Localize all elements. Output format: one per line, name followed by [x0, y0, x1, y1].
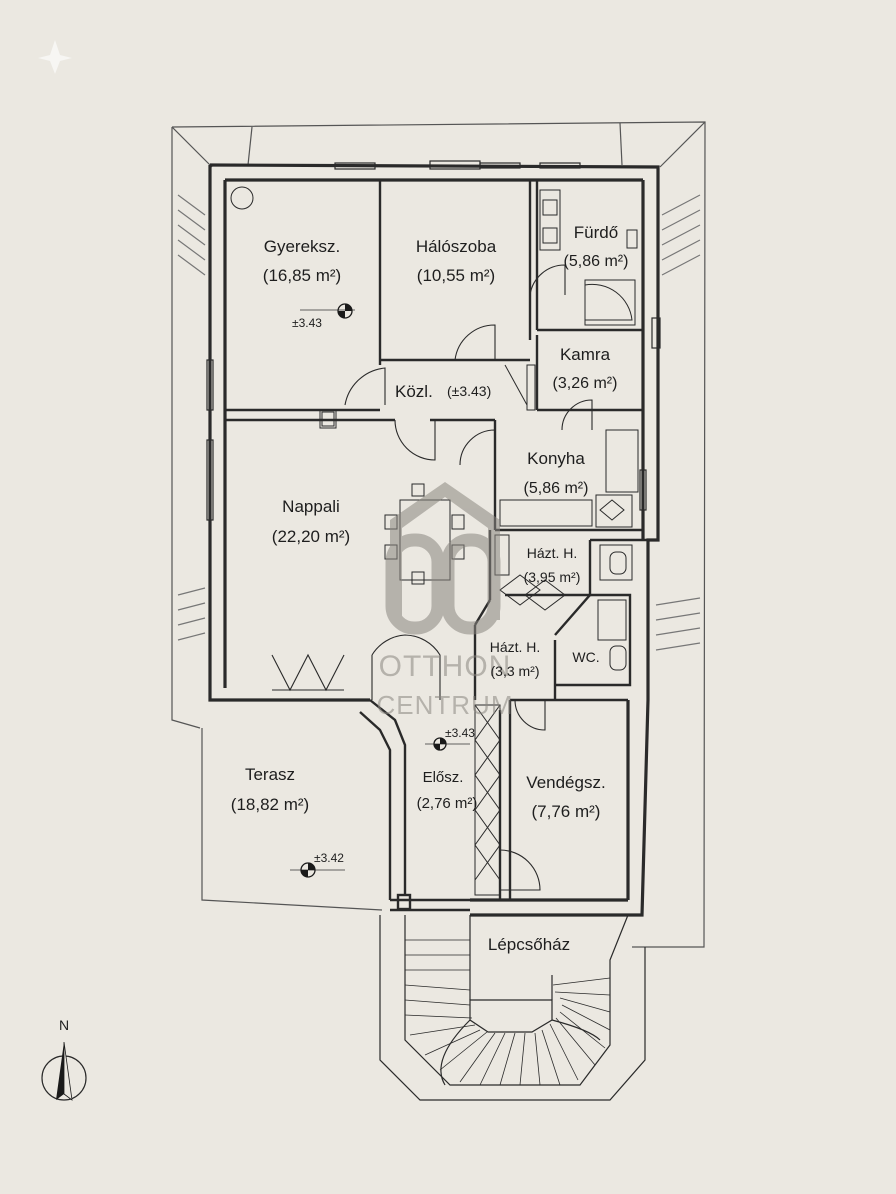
- fixtures: [230, 186, 639, 671]
- room-area-terasz: (18,82 m²): [231, 795, 309, 814]
- level-marker-icon: [425, 737, 470, 751]
- room-name-kozl: Közl.: [395, 382, 433, 401]
- room-name-haloszoba: Hálószoba: [416, 237, 497, 256]
- room-area-eloszoba: (2,76 m²): [417, 795, 478, 812]
- staircase: [379, 914, 646, 1101]
- hall-cabinet: [474, 704, 501, 896]
- room-area-gyereksz: (16,85 m²): [263, 266, 341, 285]
- level-terasz: ±3.42: [314, 851, 344, 865]
- room-name-wc: WC.: [572, 649, 599, 665]
- interior-walls: [225, 180, 648, 912]
- room-area-nappali: (22,20 m²): [272, 527, 350, 546]
- room-name-furdo: Fürdő: [574, 223, 618, 242]
- roof-outline: [171, 121, 706, 948]
- room-labels: Gyereksz. (16,85 m²) ±3.43 Hálószoba (10…: [231, 223, 629, 954]
- room-name-kamra: Kamra: [560, 345, 611, 364]
- room-area-vendegsz: (7,76 m²): [532, 802, 601, 821]
- level-marker-icon: [290, 862, 345, 878]
- north-compass: N: [41, 1017, 87, 1101]
- doors: [271, 264, 593, 891]
- room-name-terasz: Terasz: [245, 765, 295, 784]
- windows: [206, 160, 661, 521]
- sparkle-icon: [38, 40, 72, 74]
- room-area-konyha: (5,86 m²): [524, 480, 589, 497]
- otthon-centrum-watermark: OTTHON CENTRUM: [377, 482, 514, 720]
- level-gyereksz: ±3.43: [292, 316, 322, 330]
- room-area-kozl: (±3.43): [447, 383, 491, 399]
- room-area-furdo: (5,86 m²): [564, 253, 629, 270]
- watermark-logo-icon: [390, 482, 500, 620]
- room-area-haloszoba: (10,55 m²): [417, 266, 495, 285]
- watermark-line1: OTTHON: [379, 650, 512, 683]
- room-name-vendegsz: Vendégsz.: [526, 773, 605, 792]
- room-name-haztartasi-1: Házt. H.: [527, 545, 578, 561]
- room-name-eloszoba: Elősz.: [423, 769, 464, 786]
- level-markers: [290, 303, 470, 878]
- compass-label: N: [59, 1017, 69, 1033]
- room-name-gyereksz: Gyereksz.: [264, 237, 341, 256]
- room-name-nappali: Nappali: [282, 497, 340, 516]
- room-area-kamra: (3,26 m²): [553, 375, 618, 392]
- room-name-konyha: Konyha: [527, 449, 585, 468]
- room-name-lepcsohaz: Lépcsőház: [488, 935, 570, 954]
- room-area-haztartasi-2: (3,3 m²): [491, 663, 540, 679]
- level-marker-icon: [300, 303, 355, 319]
- room-name-haztartasi-2: Házt. H.: [490, 639, 541, 655]
- room-area-haztartasi-1: (3,95 m²): [524, 569, 581, 585]
- watermark-line2: CENTRUM: [377, 690, 514, 720]
- level-eloszoba: ±3.43: [445, 726, 475, 740]
